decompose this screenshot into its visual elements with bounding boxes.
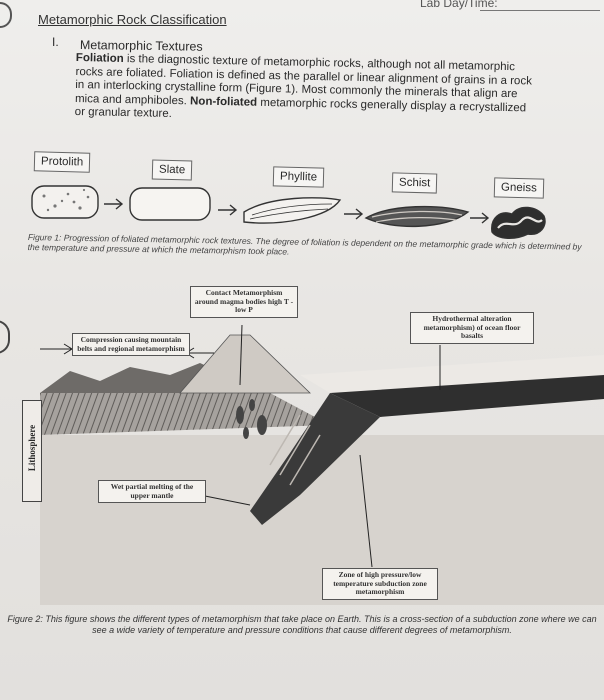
binder-hole-mark	[0, 2, 12, 28]
lithosphere-label: Lithosphere	[27, 424, 37, 472]
arrow-icon	[104, 198, 124, 210]
term-foliation: Foliation	[75, 52, 124, 66]
continental-crust	[40, 393, 330, 435]
label-hydrothermal-alteration: Hydrothermal alteration metamorphism) of…	[410, 312, 534, 344]
magma-bodies	[236, 399, 267, 439]
subducting-slab	[250, 393, 380, 525]
section-number: I.	[52, 35, 59, 49]
term-non-foliated: Non-foliated	[189, 94, 258, 109]
label-wet-partial-melting: Wet partial melting of the upper mantle	[98, 480, 206, 503]
slate-rock-icon	[129, 187, 211, 221]
lab-day-time-label: Lab Day/Time:	[420, 0, 498, 10]
schist-rock-icon	[364, 205, 470, 228]
volcano	[179, 334, 311, 394]
label-compression-regional: Compression causing mountain belts and r…	[72, 333, 190, 356]
lab-day-time-line	[480, 10, 600, 11]
oceanic-plate	[330, 375, 604, 417]
slab-texture	[269, 414, 321, 486]
label-subduction-metamorphism: Zone of high pressure/low temperature su…	[322, 568, 438, 600]
lithosphere-label-box: Lithosphere	[22, 400, 42, 502]
protolith-rock-icon	[31, 185, 99, 219]
figure2-caption: Figure 2: This figure shows the differen…	[7, 614, 597, 635]
page-title: Metamorphic Rock Classification	[38, 12, 227, 27]
section-heading: Metamorphic Textures	[79, 38, 203, 54]
phyllite-rock-icon	[243, 197, 342, 224]
section-paragraph: Foliation is the diagnostic texture of m…	[75, 52, 536, 129]
label-contact-metamorphism: Contact Metamorphism around magma bodies…	[190, 286, 298, 318]
arrow-icon	[344, 208, 364, 220]
arrow-icon	[218, 204, 238, 216]
arrow-icon	[470, 212, 490, 224]
foliation-progression-figure	[31, 185, 546, 239]
